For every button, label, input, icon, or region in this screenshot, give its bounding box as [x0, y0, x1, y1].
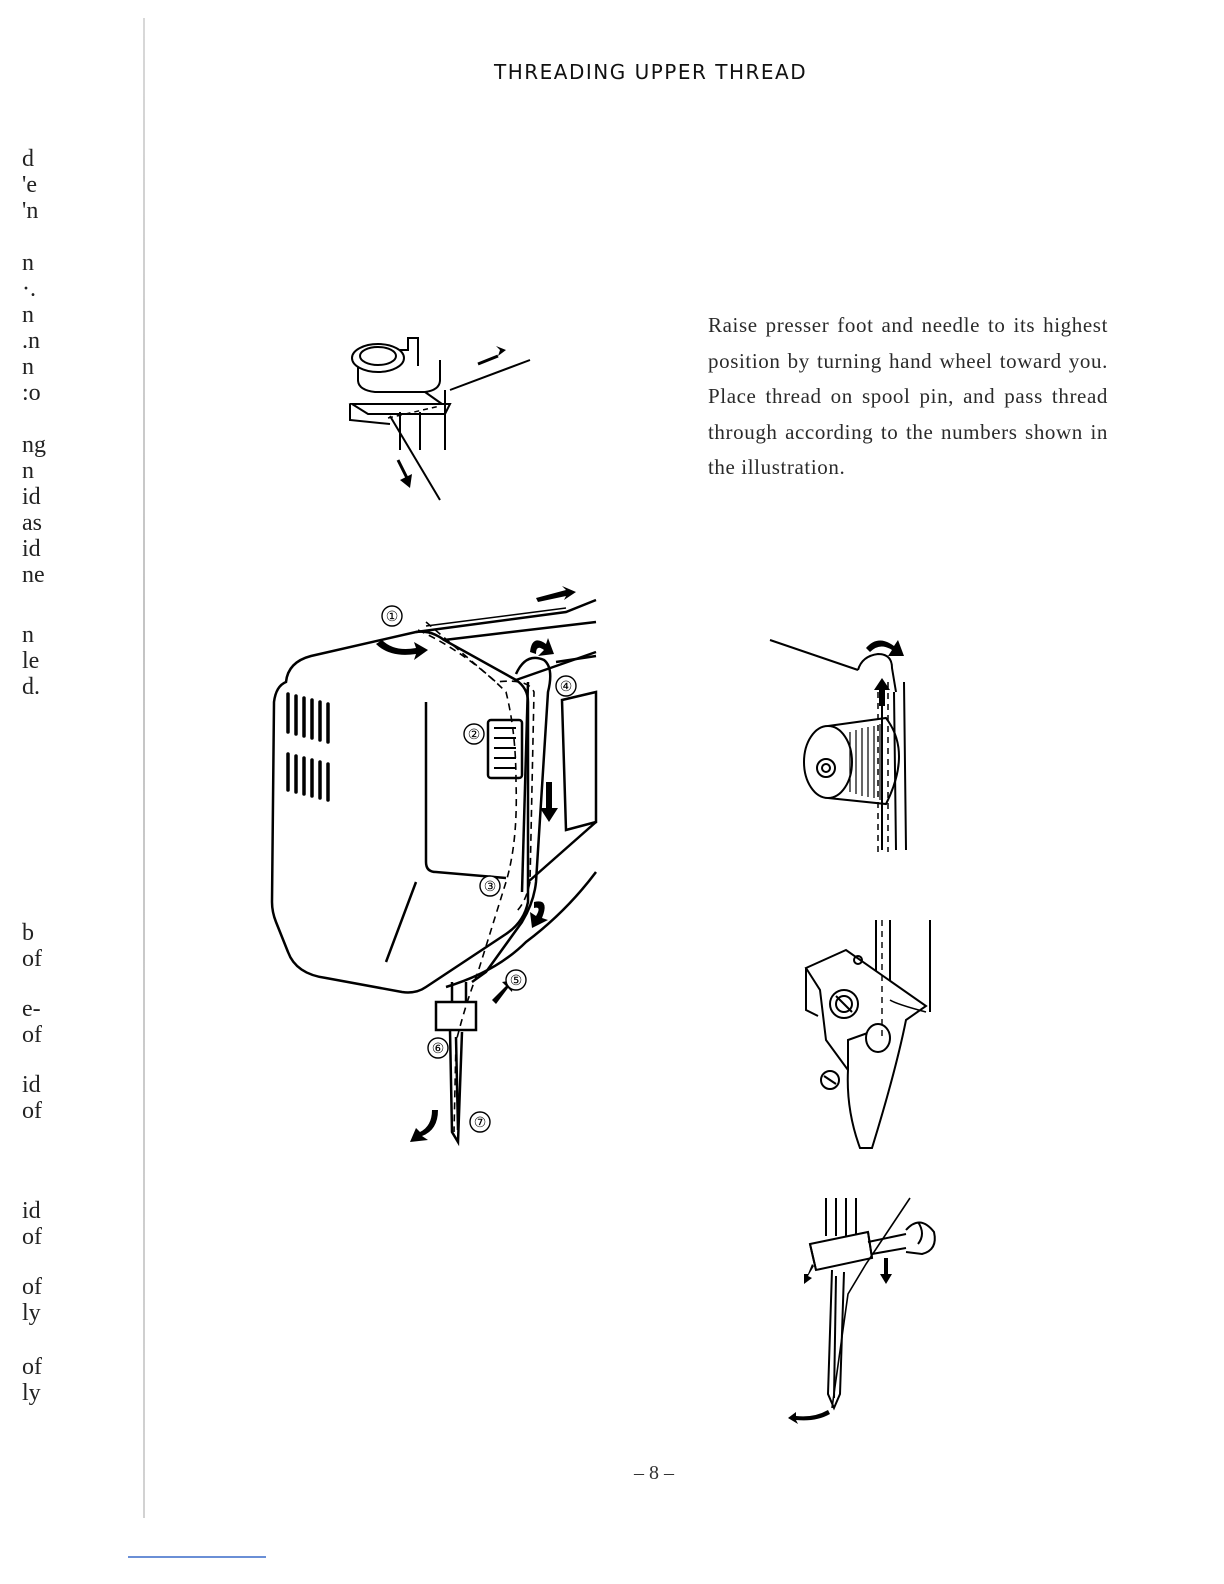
callout-number: ⑤ [510, 973, 523, 989]
tension-dial-detail-illustration [769, 639, 907, 852]
machine-threading-illustration: ① ② ③ ④ ⑤ ⑥ ⑦ [270, 586, 598, 1147]
needle-threading-detail-illustration [788, 1197, 936, 1424]
margin-text-fragment: of ly [22, 1354, 42, 1406]
callout-number: ② [468, 727, 481, 743]
callout-number: ⑦ [474, 1115, 487, 1131]
callout-number: ④ [560, 679, 573, 695]
margin-text-fragment: n le d. [22, 622, 40, 700]
margin-text-fragment: n ·. n .n n :o [22, 250, 41, 406]
margin-text-fragment: ng n id as id ne [22, 432, 46, 588]
margin-text-fragment: of ly [22, 1274, 42, 1326]
page-number: – 8 – [634, 1462, 674, 1484]
binding-gutter-line [143, 18, 145, 1518]
thread-guide-detail-illustration [348, 337, 531, 501]
margin-text-fragment: e- of [22, 996, 42, 1048]
bottom-rule [128, 1556, 266, 1558]
instruction-paragraph: Raise presser foot and needle to its hig… [708, 313, 1108, 479]
margin-text-fragment: b of [22, 920, 42, 972]
margin-text-fragment: d 'e 'n [22, 146, 39, 224]
thread-guide-bracket-illustration [804, 920, 931, 1149]
callout-number: ⑥ [432, 1041, 445, 1057]
callout-number: ③ [484, 879, 497, 895]
margin-text-fragment: id of [22, 1072, 42, 1124]
margin-text-fragment: id of [22, 1198, 42, 1250]
callout-number: ① [386, 609, 399, 625]
page-title: THREADING UPPER THREAD [494, 60, 808, 84]
